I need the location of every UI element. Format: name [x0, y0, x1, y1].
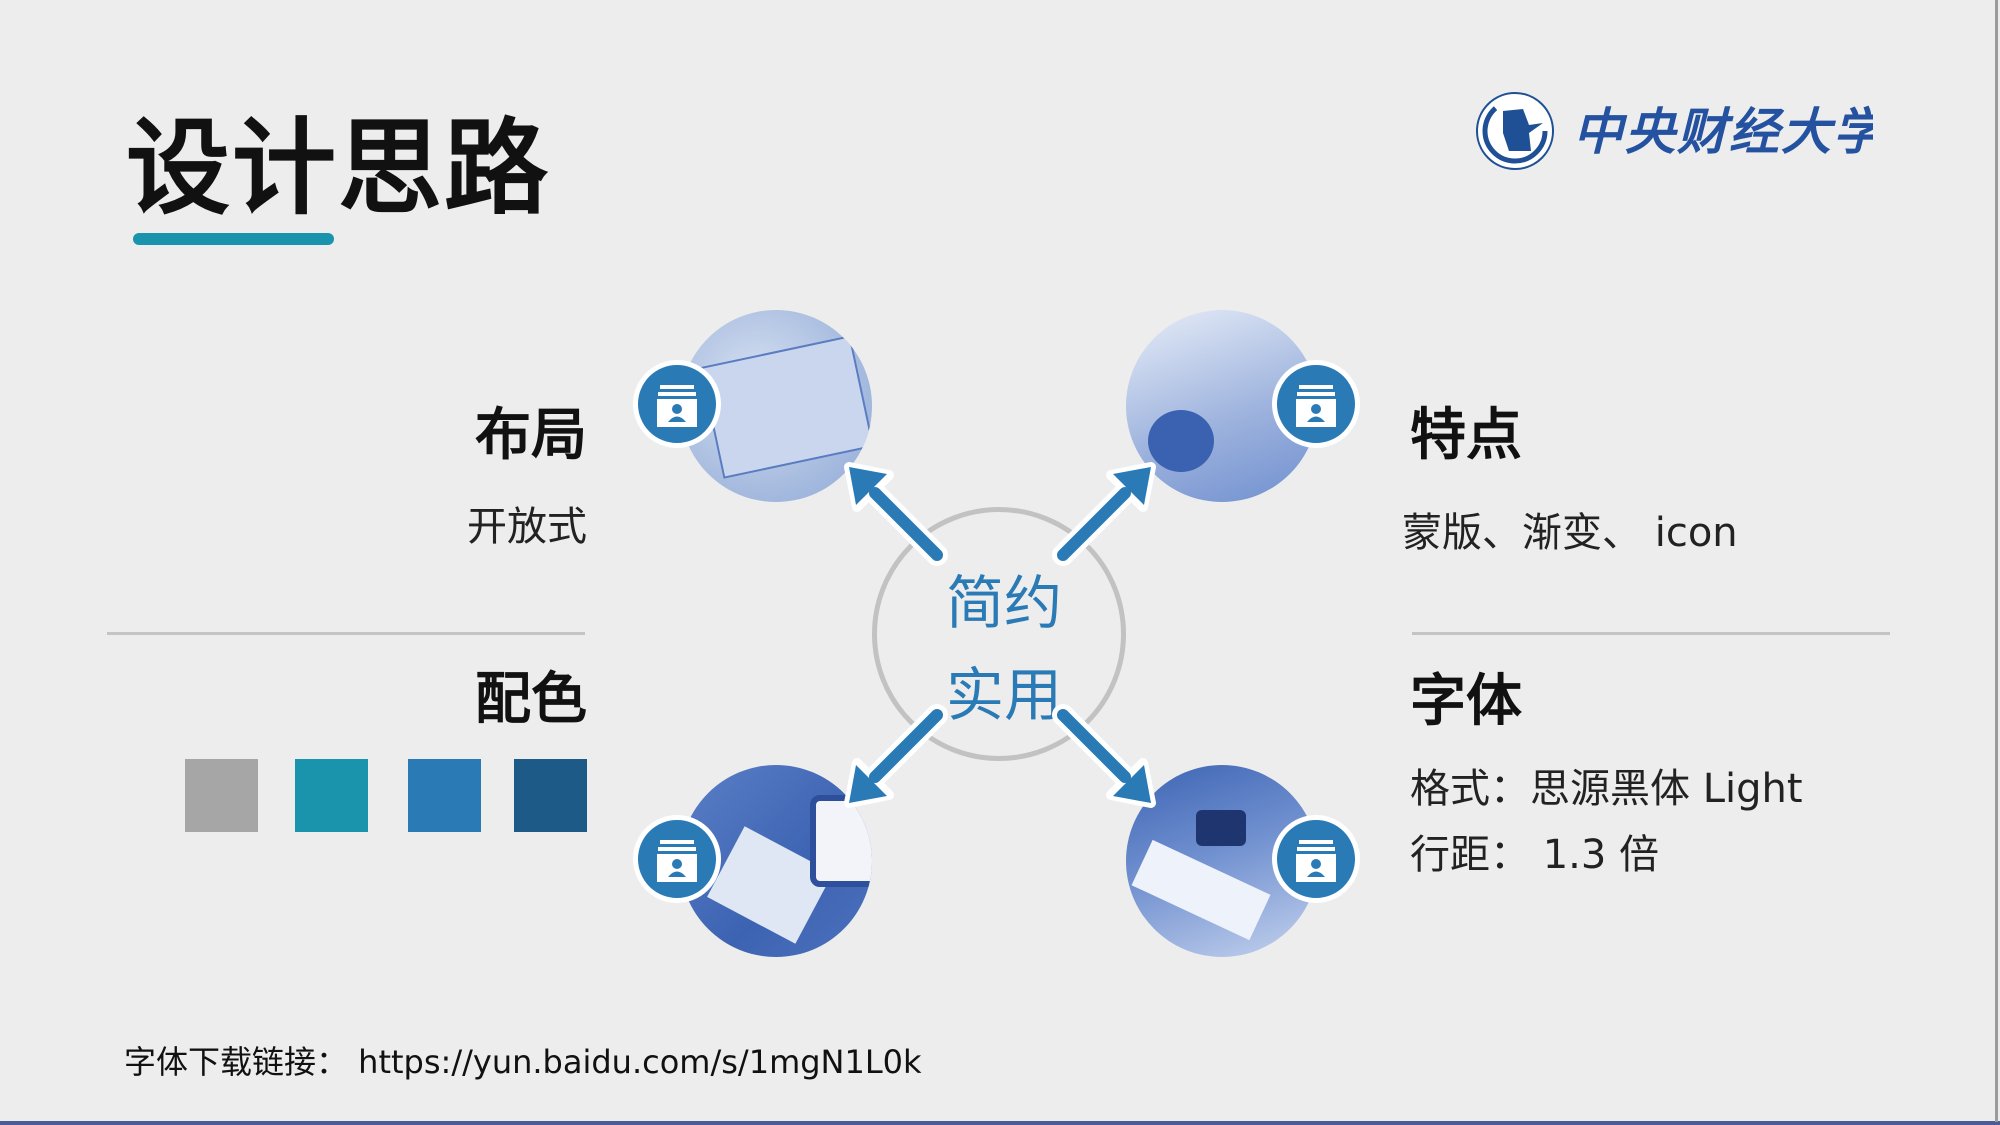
svg-text:中央财经大学: 中央财经大学 [1573, 102, 1873, 161]
contact-card-icon [633, 360, 721, 448]
page-title: 设计思路 [126, 107, 551, 229]
title-underline [133, 233, 334, 245]
line-spacing-text: 行距： 1.3 倍 [1410, 832, 1660, 878]
layout-heading: 布局 [475, 403, 587, 468]
font-heading: 字体 [1410, 669, 1522, 734]
arrow-down-right-icon [1063, 715, 1151, 803]
features-heading: 特点 [1410, 403, 1522, 468]
color-swatch-blue [408, 759, 481, 832]
contact-card-icon [633, 815, 721, 903]
colors-heading: 配色 [475, 667, 587, 732]
bottom-border [0, 1121, 2000, 1125]
center-text-simple: 简约 [945, 569, 1062, 637]
font-download-link[interactable]: 字体下载链接： https://yun.baidu.com/s/1mgN1L0k [124, 1043, 922, 1081]
color-swatch-navy [514, 759, 587, 832]
layout-text: 开放式 [467, 504, 587, 550]
arrow-up-left-icon [849, 467, 937, 555]
arrow-up-right-icon [1063, 467, 1151, 555]
right-divider [1412, 632, 1890, 635]
features-text: 蒙版、渐变、 icon [1402, 510, 1738, 556]
university-logo: 中央财经大学 [1473, 89, 1887, 173]
contact-card-icon [1272, 360, 1360, 448]
center-circle [872, 507, 1126, 761]
right-border [1995, 0, 1998, 1122]
color-swatch-teal [295, 759, 368, 832]
color-swatch-gray [185, 759, 258, 832]
contact-card-icon [1272, 815, 1360, 903]
center-text-practical: 实用 [945, 661, 1062, 729]
font-format-text: 格式：思源黑体 Light [1410, 766, 1803, 812]
left-divider [107, 632, 585, 635]
arrow-down-left-icon [849, 715, 937, 803]
